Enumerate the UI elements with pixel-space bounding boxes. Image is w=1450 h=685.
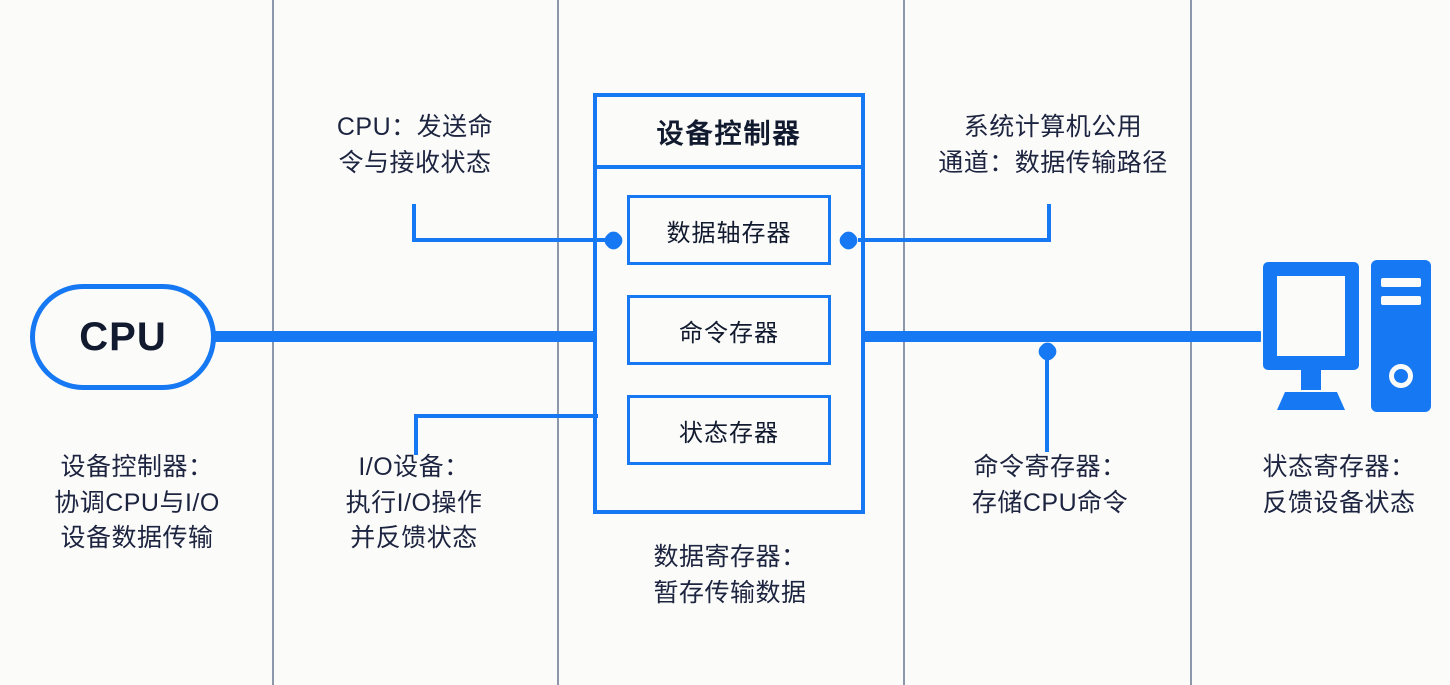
bus-line-left xyxy=(212,331,597,342)
connector-bus-to-command-register xyxy=(1045,347,1049,452)
device-controller-title: 设备控制器 xyxy=(597,97,861,169)
junction-dot-bus-command-register xyxy=(1035,339,1060,364)
callout-io-device: I/O设备： 执行I/O操作 并反馈状态 xyxy=(345,453,483,552)
connector-cpu-to-data-register xyxy=(412,204,610,242)
desktop-computer-icon xyxy=(1263,260,1431,412)
bus-line-right xyxy=(861,331,1261,342)
column-divider-2 xyxy=(557,0,559,685)
cpu-label: CPU xyxy=(79,314,167,359)
callout-status-register: 状态寄存器： 反馈设备状态 xyxy=(1262,453,1416,517)
column-divider-1 xyxy=(272,0,274,685)
connector-io-device-to-controller xyxy=(414,414,598,455)
connector-channel-to-data-register xyxy=(858,204,1051,242)
register-status[interactable]: 状态存器 xyxy=(627,395,831,465)
callout-system-channel: 系统计算机公用 通道：数据传输路径 xyxy=(938,113,1168,177)
callout-device-controller: 设备控制器： 协调CPU与I/O 设备数据传输 xyxy=(54,453,220,552)
column-divider-3 xyxy=(903,0,905,685)
column-divider-4 xyxy=(1190,0,1192,685)
callout-cpu-send: CPU：发送命 令与接收状态 xyxy=(336,113,494,177)
callout-data-register: 数据寄存器： 暂存传输数据 xyxy=(653,543,807,607)
cpu-node[interactable]: CPU xyxy=(30,284,216,390)
register-data[interactable]: 数据轴存器 xyxy=(627,195,831,265)
register-command[interactable]: 命令存器 xyxy=(627,295,831,365)
device-controller-node[interactable]: 设备控制器 数据轴存器 命令存器 状态存器 xyxy=(593,93,865,514)
callout-command-register: 命令寄存器： 存储CPU命令 xyxy=(971,453,1129,517)
register-list: 数据轴存器 命令存器 状态存器 xyxy=(597,169,861,465)
